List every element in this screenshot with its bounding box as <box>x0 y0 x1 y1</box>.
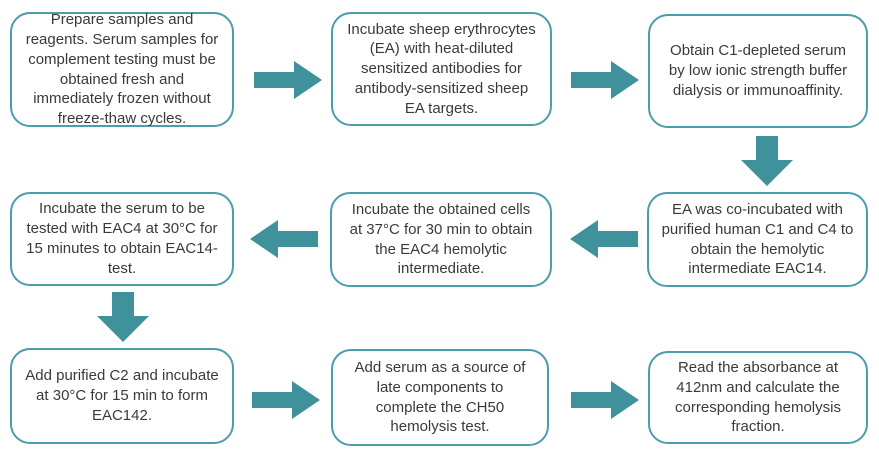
flow-step-7-text: Add purified C2 and incubate at 30°C for… <box>25 367 219 424</box>
flow-step-5: Incubate the obtained cells at 37°C for … <box>330 192 552 287</box>
arrow-left-icon <box>250 220 318 258</box>
flow-step-6-text: Incubate the serum to be tested with EAC… <box>26 200 218 277</box>
flow-step-8: Add serum as a source of late components… <box>331 349 549 446</box>
flow-step-4-text: EA was co-incubated with purified human … <box>661 200 854 278</box>
arrow-right-icon <box>571 381 639 419</box>
arrow-right-icon <box>254 61 322 99</box>
flow-step-8-text: Add serum as a source of late components… <box>354 358 526 436</box>
arrow-left-icon <box>570 220 638 258</box>
flow-step-2-text: Incubate sheep erythrocytes (EA) with he… <box>347 20 536 117</box>
flow-step-7: Add purified C2 and incubate at 30°C for… <box>10 348 234 444</box>
flow-step-2: Incubate sheep erythrocytes (EA) with he… <box>331 12 552 126</box>
flow-step-9: Read the absorbance at 412nm and calcula… <box>648 351 868 444</box>
flow-step-4: EA was co-incubated with purified human … <box>647 192 868 287</box>
flow-step-1: Prepare samples and reagents. Serum samp… <box>10 11 234 128</box>
flow-step-1-text: Prepare samples and reagents. Serum samp… <box>25 11 219 128</box>
flow-step-6: Incubate the serum to be tested with EAC… <box>10 192 234 286</box>
arrow-down-icon <box>741 136 793 186</box>
arrow-right-icon <box>571 61 639 99</box>
flow-step-3: Obtain C1-depleted serum by low ionic st… <box>648 14 868 128</box>
flow-step-3-text: Obtain C1-depleted serum by low ionic st… <box>668 42 848 99</box>
flow-step-9-text: Read the absorbance at 412nm and calcula… <box>675 358 841 436</box>
arrow-right-icon <box>252 381 320 419</box>
arrow-down-icon <box>97 292 149 342</box>
flow-step-5-text: Incubate the obtained cells at 37°C for … <box>349 200 533 278</box>
